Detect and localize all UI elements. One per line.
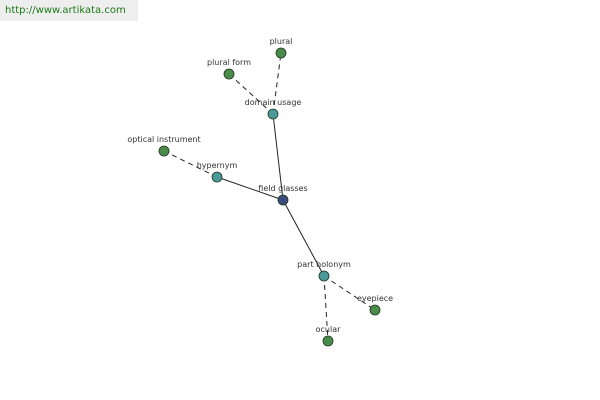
edge-part-holonym-to-eyepiece xyxy=(323,275,376,311)
node-eyepiece[interactable]: eyepiece xyxy=(357,294,393,316)
edges-layer xyxy=(163,52,376,342)
node-optical-instrument[interactable]: optical instrument xyxy=(127,135,201,157)
node-dot-field-glasses[interactable] xyxy=(277,194,289,206)
node-dot-ocular[interactable] xyxy=(322,335,334,347)
node-ocular[interactable]: ocular xyxy=(316,325,341,347)
edge-hypernym-to-optical-instrument xyxy=(163,150,218,178)
node-dot-eyepiece[interactable] xyxy=(369,304,381,316)
node-dot-optical-instrument[interactable] xyxy=(158,145,170,157)
node-label-hypernym[interactable]: hypernym xyxy=(197,161,238,170)
node-plural-form[interactable]: plural form xyxy=(207,58,251,80)
edge-field-glasses-to-hypernym xyxy=(216,176,284,201)
nodes-layer: field glasses domain usage hypernym part ho… xyxy=(127,37,393,347)
node-label-ocular[interactable]: ocular xyxy=(316,325,341,334)
node-label-domain-usage[interactable]: domain usage xyxy=(245,98,302,107)
edge-domain-usage-to-plural xyxy=(272,52,282,115)
edge-domain-usage-to-plural-form xyxy=(228,73,274,115)
node-label-eyepiece[interactable]: eyepiece xyxy=(357,294,393,303)
edge-field-glasses-to-part-holonym xyxy=(282,199,325,277)
node-label-plural-form[interactable]: plural form xyxy=(207,58,251,67)
node-label-optical-instrument[interactable]: optical instrument xyxy=(127,135,200,144)
node-dot-part-holonym[interactable] xyxy=(318,270,330,282)
node-part-holonym[interactable]: part holonym xyxy=(297,260,351,282)
node-dot-hypernym[interactable] xyxy=(211,171,223,183)
node-dot-plural[interactable] xyxy=(275,47,287,59)
node-dot-domain-usage[interactable] xyxy=(267,108,279,120)
node-dot-plural-form[interactable] xyxy=(223,68,235,80)
node-domain-usage[interactable]: domain usage xyxy=(245,98,302,120)
node-plural[interactable]: plural xyxy=(270,37,293,59)
node-label-field-glasses[interactable]: field glasses xyxy=(258,184,307,193)
node-field-glasses[interactable]: field glasses xyxy=(258,184,308,206)
edge-part-holonym-to-ocular xyxy=(323,275,329,342)
edge-field-glasses-to-domain-usage xyxy=(272,113,284,201)
node-label-plural[interactable]: plural xyxy=(270,37,293,46)
node-label-part-holonym[interactable]: part holonym xyxy=(297,260,351,269)
node-hypernym[interactable]: hypernym xyxy=(197,161,238,183)
site-watermark[interactable]: http://www.artikata.com xyxy=(0,0,138,21)
